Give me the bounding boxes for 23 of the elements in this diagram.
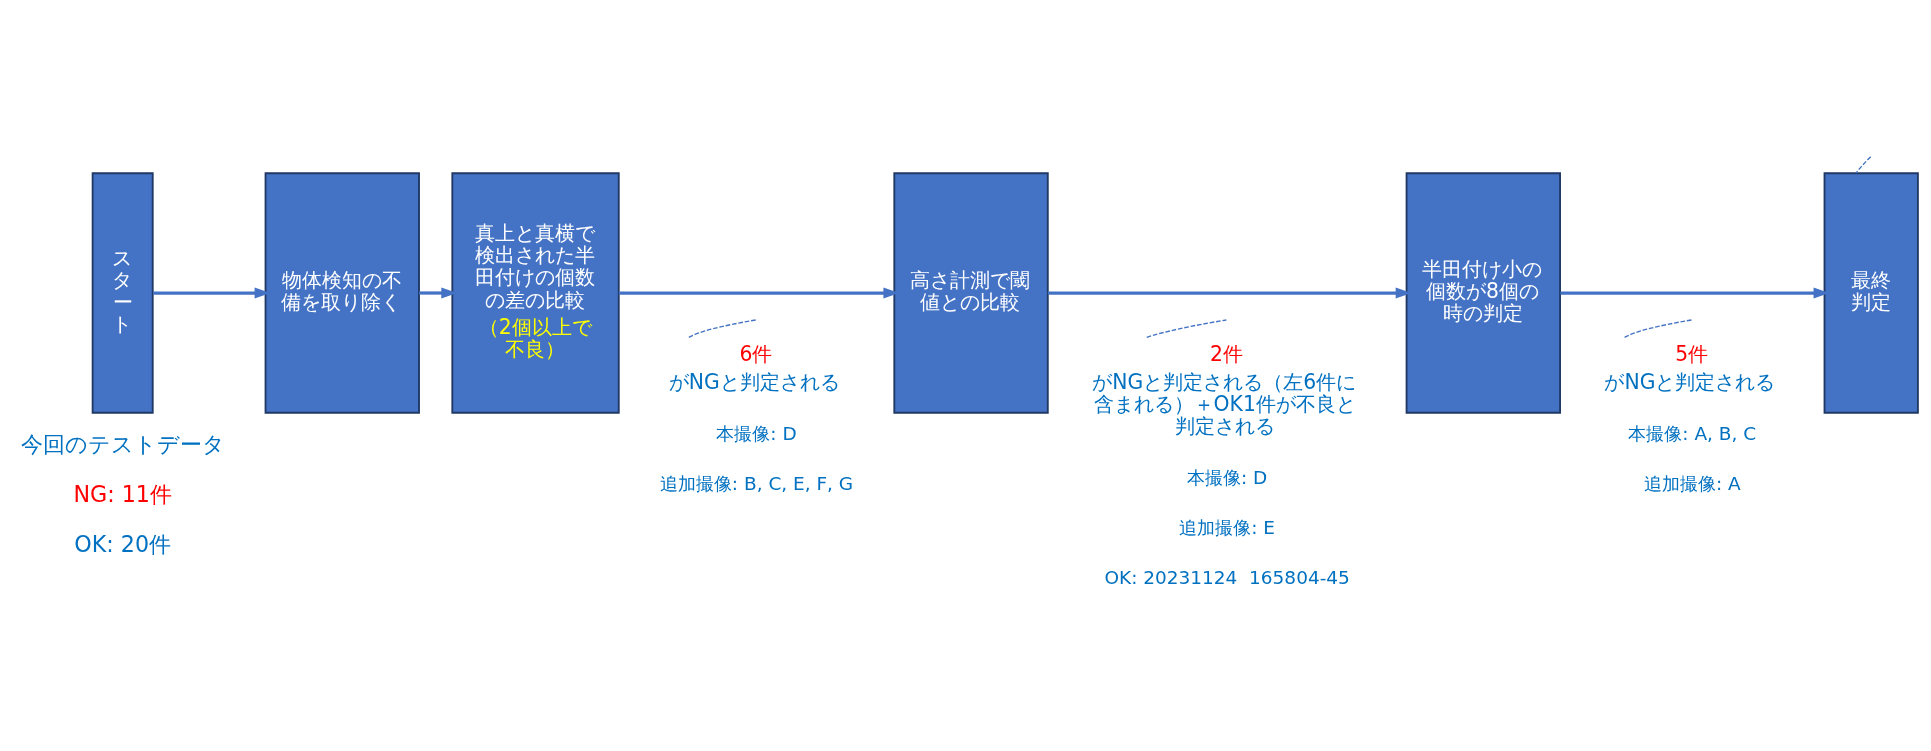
node-text: 6件 がNGと判定される <box>668 341 840 394</box>
connector <box>1855 155 1872 174</box>
node-box: 真上と真横で検出された半田付けの個数の差の比較 （2個以上で不良） <box>451 171 620 414</box>
node-box: 物体検知の不備を取り除く <box>264 171 420 414</box>
connector <box>1146 318 1228 338</box>
node-box: 高さ計測で閾値との比較 <box>893 171 1049 414</box>
label: 追加撮像: B, C, E, F, G <box>659 472 854 494</box>
node-box: 最終判定 <box>1823 171 1919 414</box>
label: OK: 20件 <box>74 530 172 557</box>
label: 追加撮像: A <box>1643 472 1741 494</box>
node-text: 5件 がNGと判定される <box>1604 341 1776 394</box>
node-text: 2件 がNGと判定される（左6件に含まれる）＋OK1件が不良と判定される <box>1092 341 1357 438</box>
label: 追加撮像: E <box>1179 516 1276 538</box>
node-box: 半田付け小の個数が8個の時の判定 <box>1405 171 1561 414</box>
label: 本撮像: D <box>716 422 797 444</box>
label: 本撮像: A, B, C <box>1628 422 1757 444</box>
label: NG: 11件 <box>73 480 172 507</box>
connector <box>688 318 757 338</box>
node-box: スタート <box>91 171 154 414</box>
label: 今回のテストデータ <box>20 430 225 457</box>
label: OK: 20231124 165804-45 <box>1104 566 1350 588</box>
connector <box>1623 318 1693 338</box>
label: 本撮像: D <box>1187 466 1268 488</box>
